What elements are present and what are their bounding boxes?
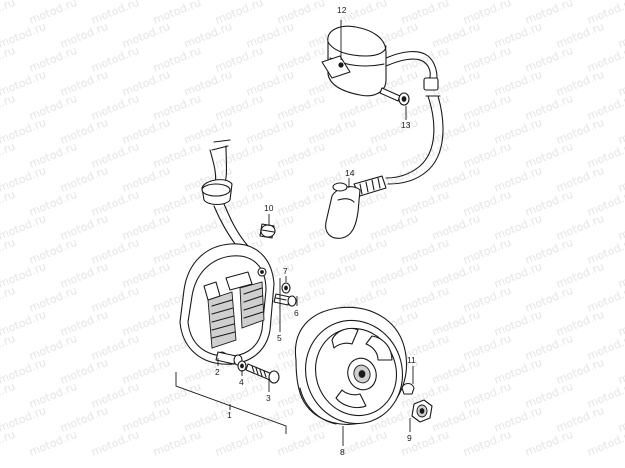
- callout-12: 12: [337, 5, 347, 15]
- callout-7: 7: [283, 266, 288, 276]
- watermark-text: motod.ru: [585, 188, 625, 219]
- watermark-text: motod.ru: [275, 428, 327, 459]
- callout-5: 5: [277, 333, 282, 343]
- watermark-text: motod.ru: [616, 356, 625, 387]
- callout-4: 4: [239, 377, 244, 387]
- watermark-text: motod.ru: [213, 428, 265, 459]
- watermark-text: motod.ru: [616, 164, 625, 195]
- watermark-text: motod.ru: [585, 284, 625, 315]
- callout-11: 11: [407, 355, 416, 365]
- watermark-text: motod.ru: [616, 212, 625, 243]
- watermark-text: motod.ru: [616, 68, 625, 99]
- callout-10: 10: [264, 203, 274, 213]
- stator-hardware: [215, 351, 280, 384]
- woodruff-key: [401, 382, 415, 395]
- callout-13: 13: [401, 120, 411, 130]
- watermark-text: motod.ru: [337, 428, 389, 459]
- watermark-text: motod.ru: [0, 44, 17, 75]
- watermark-text: motod.ru: [0, 92, 17, 123]
- watermark-text: motod.ru: [0, 380, 17, 411]
- watermark-text: motod.ru: [0, 428, 17, 459]
- callout-1: 1: [227, 410, 232, 420]
- watermark-text: motod.ru: [616, 260, 625, 291]
- spark-plug-cap: [325, 175, 387, 239]
- watermark-text: motod.ru: [616, 20, 625, 51]
- watermark-text: motod.ru: [0, 284, 17, 315]
- stator-assembly: [179, 139, 275, 365]
- clamp-screw: [259, 223, 276, 239]
- watermark-text: motod.ru: [0, 332, 17, 363]
- ignition-coil: [321, 25, 444, 185]
- watermark-text: motod.ru: [585, 380, 625, 411]
- callout-14: 14: [345, 168, 355, 178]
- watermark-text: motod.ru: [616, 116, 625, 147]
- callout-2: 2: [215, 367, 220, 377]
- watermark-text: motod.ru: [27, 428, 79, 459]
- leader-lines: [175, 20, 414, 446]
- callout-3: 3: [266, 393, 271, 403]
- watermark-text: motod.ru: [585, 236, 625, 267]
- callout-9: 9: [407, 433, 412, 443]
- ignition-coil-bolt: [379, 87, 410, 106]
- callout-8: 8: [340, 447, 345, 457]
- watermark-text: motod.ru: [0, 188, 17, 219]
- watermark-text: motod.ru: [0, 236, 17, 267]
- watermark-text: motod.ru: [585, 332, 625, 363]
- watermark-text: motod.ru: [0, 140, 17, 171]
- pickup-coil-hardware: [273, 282, 297, 307]
- watermark-text: motod.ru: [585, 44, 625, 75]
- watermark-text: motod.ru: [616, 308, 625, 339]
- watermark-text: motod.ru: [585, 428, 625, 459]
- watermark-text: motod.ru: [585, 140, 625, 171]
- watermark-text: motod.ru: [585, 92, 625, 123]
- callout-labels: 12 13 14 10 7 6 5 2 4 3 1 11 9 8: [215, 5, 416, 457]
- callout-6: 6: [294, 308, 299, 318]
- watermark-text: motod.ru: [151, 428, 203, 459]
- watermark-text: motod.ru: [461, 428, 513, 459]
- flywheel-rotor: [294, 306, 407, 425]
- watermark-text: motod.ru: [0, 0, 17, 27]
- watermark-text: motod.ru: [523, 428, 575, 459]
- watermark-text: motod.ru: [616, 404, 625, 435]
- rotor-nut: [411, 399, 433, 423]
- watermark-text: motod.ru: [89, 428, 141, 459]
- watermark-text: motod.ru: [616, 0, 625, 3]
